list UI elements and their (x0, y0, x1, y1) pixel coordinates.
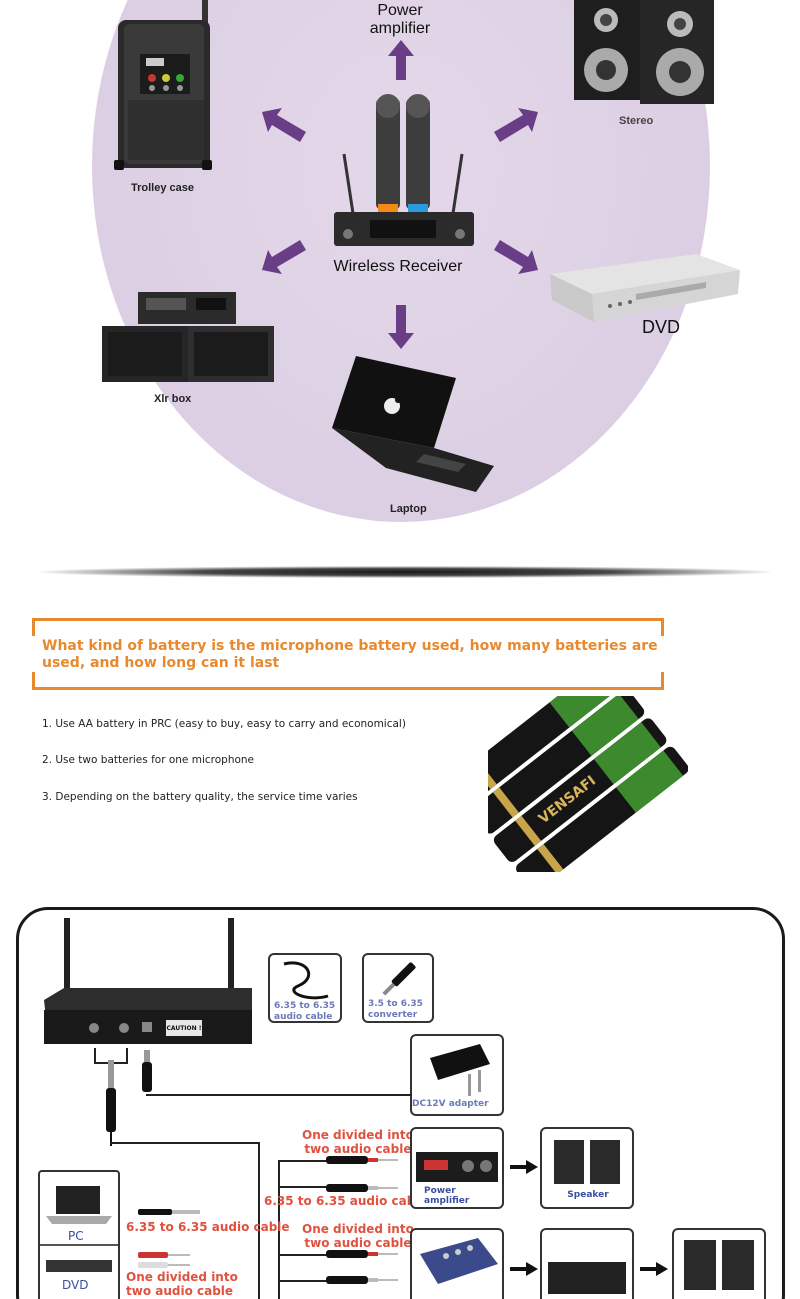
rca-plugs-icon (326, 1156, 398, 1192)
left-cable-label-2: One divided into two audio cable (126, 1270, 238, 1298)
wire (278, 1186, 328, 1188)
arrow-right-icon (640, 1262, 668, 1276)
arrow-up-left-icon (262, 108, 306, 142)
plug-icon (106, 1060, 116, 1146)
battery-heading: What kind of battery is the microphone b… (42, 638, 658, 671)
power-amplifier-icon (416, 1152, 498, 1182)
speaker-icon (554, 1140, 620, 1184)
rca-plugs-icon (326, 1250, 398, 1284)
receiver-back-image (44, 918, 252, 1044)
laptop-icon (46, 1186, 112, 1224)
plug-icon (142, 1050, 152, 1092)
arrow-down-icon (388, 305, 414, 349)
xlr-box-image (102, 292, 274, 382)
caution-label: CAUTION ! (166, 1025, 202, 1032)
arrow-down-right-icon (494, 240, 538, 274)
stereo-label: Stereo (619, 115, 654, 127)
arrow-right-icon (510, 1160, 538, 1174)
cable-6-35-line-label: 6.35 to 6.35 audio cable (264, 1194, 428, 1208)
battery-heading-frame (32, 618, 664, 690)
wire (126, 1048, 128, 1062)
wire (40, 1244, 118, 1246)
arrow-down-left-icon (262, 240, 306, 274)
trolley-case-label: Trolley case (131, 182, 194, 194)
pc-label: PC (68, 1229, 84, 1243)
wire (146, 1094, 412, 1096)
dvd-player-image (550, 254, 740, 322)
laptop-image (332, 356, 494, 492)
adapter-label: DC12V adapter (412, 1099, 489, 1109)
speaker-label: Speaker (567, 1190, 609, 1200)
wire (278, 1160, 280, 1299)
wire (278, 1254, 328, 1256)
wire (110, 1142, 258, 1144)
wire (94, 1048, 96, 1062)
battery-item-2: 2. Use two batteries for one microphone (42, 754, 255, 766)
wireless-receiver-image (334, 94, 474, 246)
one-divided-label-2: One divided into two audio cable (302, 1222, 414, 1250)
converter-icon (382, 962, 416, 996)
battery-item-3: 3. Depending on the battery quality, the… (42, 791, 358, 803)
cable-box (268, 953, 342, 1023)
trolley-case-image (114, 0, 212, 170)
power-amplifier-label: Power amplifier (369, 2, 431, 37)
dc-adapter-icon (430, 1044, 490, 1096)
audio-cable-icon (283, 961, 329, 1000)
rca-plugs-icon (138, 1252, 190, 1268)
left-cable-label-1: 6.35 to 6.35 audio cable (126, 1220, 290, 1234)
section-divider (40, 566, 770, 578)
aa-batteries-image: VENSAFI (488, 696, 688, 872)
power-amplifier-diagram-label: Power amplifier (424, 1186, 470, 1206)
stereo-speakers-image (574, 0, 714, 104)
laptop-label: Laptop (390, 503, 427, 515)
dvd-label: DVD (642, 317, 681, 337)
arrow-right-icon (510, 1262, 538, 1276)
mixer-icon (420, 1238, 498, 1284)
cable-plug-icon (138, 1209, 200, 1215)
cable-6-35-label: 6.35 to 6.35 audio cable (274, 1001, 336, 1022)
wire (258, 1142, 260, 1299)
dvd-source-label: DVD (62, 1278, 89, 1292)
converter-label: 3.5 to 6.35 converter (368, 999, 423, 1020)
amplifier-icon (548, 1262, 626, 1294)
arrow-up-icon (388, 40, 414, 80)
speaker-icon (684, 1240, 754, 1290)
adapter-box (410, 1034, 504, 1116)
wire (278, 1280, 328, 1282)
battery-item-1: 1. Use AA battery in PRC (easy to buy, e… (42, 718, 406, 730)
connection-section: Power amplifier Trolley case Stereo (0, 0, 800, 590)
arrow-up-right-icon (494, 108, 538, 142)
wire (278, 1160, 328, 1162)
one-divided-label-1: One divided into two audio cable (302, 1128, 414, 1156)
converter-box (362, 953, 434, 1023)
xlr-box-label: Xlr box (154, 393, 192, 405)
dvd-icon (46, 1260, 112, 1272)
wireless-receiver-label: Wireless Receiver (333, 258, 463, 275)
